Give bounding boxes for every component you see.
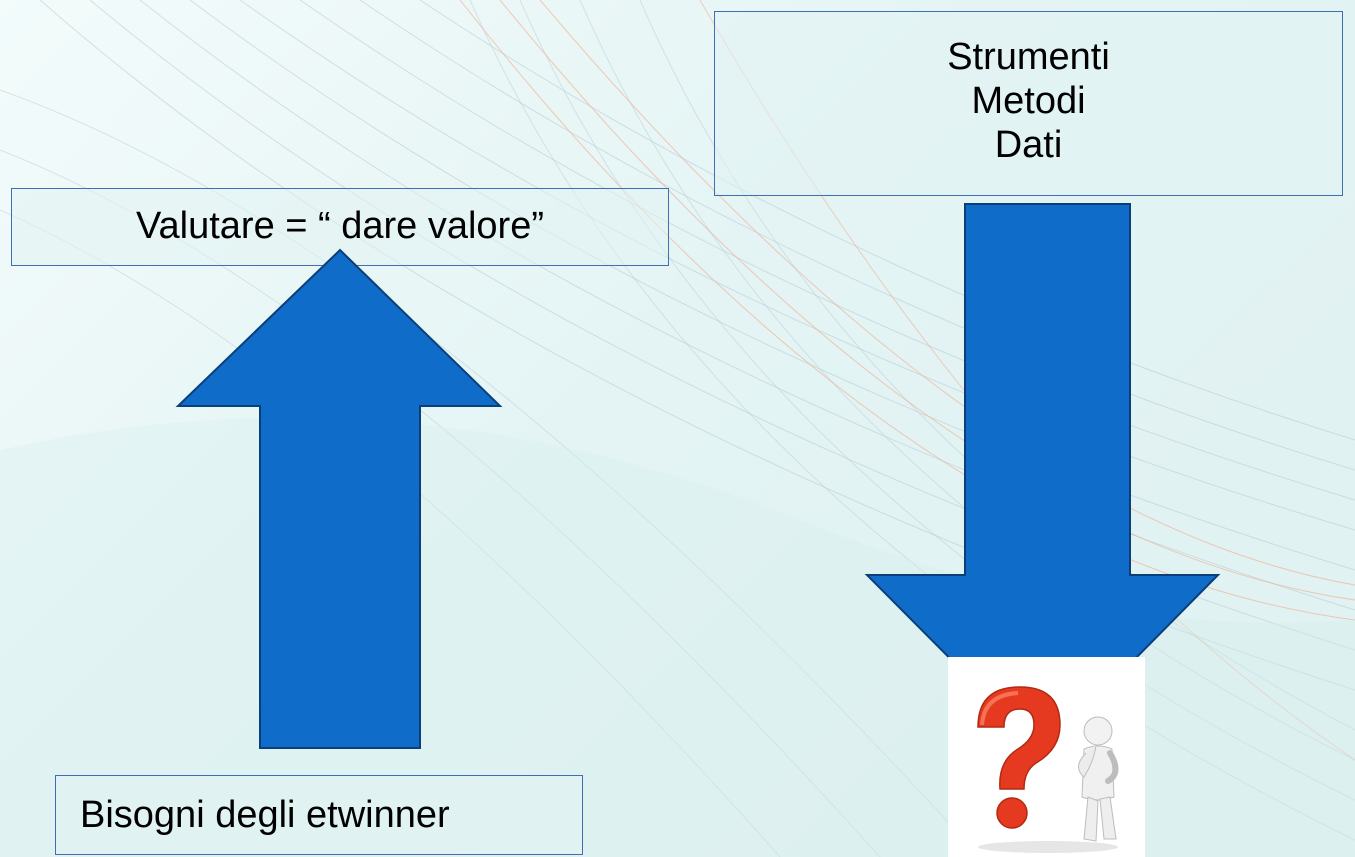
question-mark-thinker-icon [977, 686, 1119, 853]
bisogni-label-box: Bisogni degli etwinner [55, 775, 583, 855]
valutare-label: Valutare = “ dare valore” [136, 205, 544, 247]
valutare-label-box: Valutare = “ dare valore” [11, 188, 669, 266]
strumenti-label: Strumenti [947, 36, 1110, 78]
dati-label: Dati [994, 124, 1063, 166]
up-arrow [175, 248, 503, 749]
bisogni-label: Bisogni degli etwinner [80, 794, 450, 836]
metodi-label: Metodi [971, 80, 1086, 122]
strumenti-metodi-dati-box: Strumenti Metodi Dati [714, 11, 1343, 196]
thinker-illustration [948, 657, 1145, 857]
